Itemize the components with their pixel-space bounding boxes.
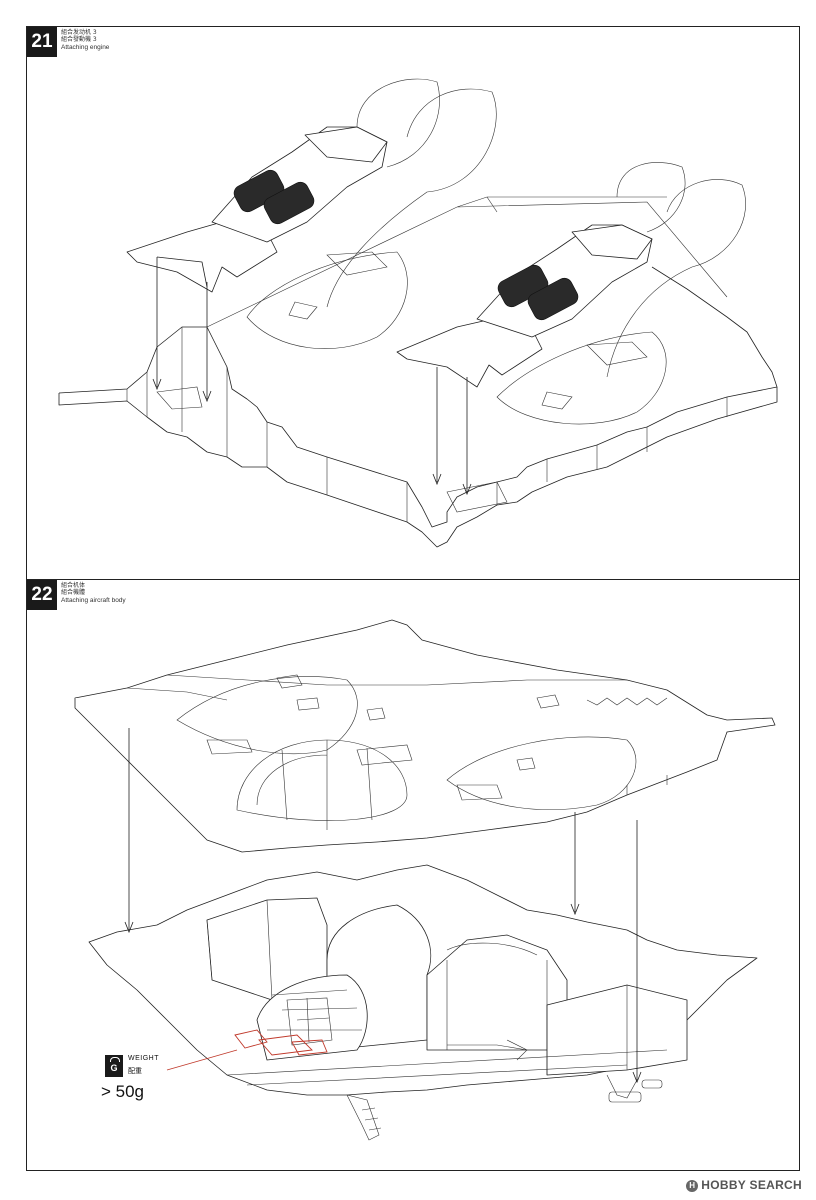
intake-outlines [246,251,667,425]
step-title: 組合机体 組合機體 Attaching aircraft body [61,582,126,604]
upper-body-shell [74,619,776,853]
airframe-lower-structure [58,196,778,548]
step-title-cn-simplified: 組合发动机 3 [61,29,97,36]
step-title: 組合发动机 3 組合發動機 3 Attaching engine [61,29,109,51]
right-engine-pair [396,224,653,388]
step-title-en: Attaching aircraft body [61,596,126,604]
lower-fuselage [88,864,758,1141]
weight-value: > 50g [101,1082,145,1101]
step-22-panel: 22 組合机体 組合機體 Attaching aircraft body [26,579,800,1171]
step-title-en: Attaching engine [61,43,110,51]
weight-icon: G [105,1055,123,1077]
hobby-search-logo-icon: H [686,1180,699,1192]
assembly-arrows [152,257,472,496]
step-title-cn-traditional: 組合機體 [61,589,86,597]
weight-area-marker [166,1029,328,1071]
step-number: 22 [27,580,57,610]
engine-assembly-illustration [58,78,778,548]
assembly-arrows [124,728,642,1084]
weight-label-en: WEIGHT [128,1055,159,1062]
footer-brand: HOBBY SEARCH [701,1178,802,1192]
step-number: 21 [27,27,57,57]
step-title-cn-simplified: 組合机体 [61,582,86,589]
landing-gear [346,1074,663,1141]
body-assembly-illustration [74,619,776,1141]
weight-label-cn: 配重 [128,1067,142,1075]
step-21-panel: 21 組合发动机 3 組合發動機 3 Attaching engine [26,26,800,580]
left-engine-pair [126,126,388,293]
step-title-cn-traditional: 組合發動機 3 [61,36,97,44]
